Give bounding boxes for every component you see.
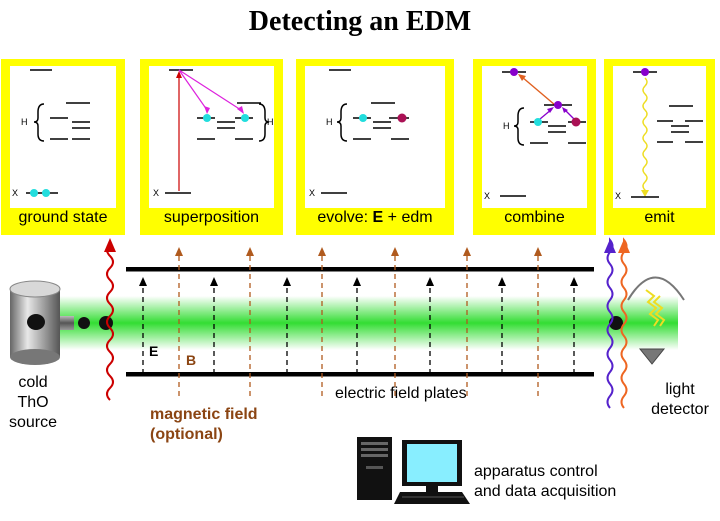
molecule-dot [78,317,90,329]
collection-lens-arc [627,276,685,301]
panel-caption: combine [504,209,565,226]
level-label-h: H [267,117,274,127]
magnetic-field-symbol: B [186,352,196,368]
panel-caption: ground state [18,209,108,226]
combine-dot-cyan [534,118,542,126]
page-title: Detecting an EDM [248,6,472,37]
panel-combine: H X combine [473,59,596,235]
excitation-laser-beam [106,241,114,401]
tho-source-cylinder [9,280,74,365]
level-label-x: X [615,191,621,201]
electric-field-arrows [142,284,575,374]
detector-label: light detector [651,381,709,418]
panel-superposition: H X superposition [140,59,283,235]
computer-label: apparatus control and data acquisition [474,463,617,500]
evolve-dot-magenta [397,113,407,123]
readout-laser-beam-orange [620,237,628,409]
magnetic-field-arrows [178,254,539,396]
panel-caption: evolve: E + edm [317,209,433,226]
superposition-dot [241,114,249,122]
panel-evolve: H X evolve: E + edm [296,59,454,235]
evolve-dot-cyan [359,114,367,122]
level-label-h: H [21,117,28,127]
level-label-x: X [484,191,490,201]
electric-field-symbol: E [149,343,158,359]
ground-state-dot [42,189,50,197]
ground-state-dot [30,189,38,197]
electric-field-plate-top [126,267,594,272]
readout-laser-beam-purple [606,237,614,409]
energy-level-diagram: X [613,66,706,208]
combine-dot-magenta [571,117,581,127]
computer-icon [357,437,470,504]
panel-emit: X emit [604,59,715,235]
electric-field-plate-bottom [126,372,594,377]
combine-dot-mid [554,101,562,109]
fluorescence-photon [645,289,660,327]
plates-label: electric field plates [335,385,467,402]
level-label-h: H [326,117,333,127]
fluorescence-photon [652,295,666,327]
energy-level-diagram: H X [149,66,274,208]
level-label-h: H [503,121,510,131]
superposition-dot [203,114,211,122]
light-detector-icon [638,348,666,365]
level-label-x: X [309,188,315,198]
panel-caption: superposition [163,209,260,226]
energy-level-diagram: H X [305,66,445,208]
combine-dot-top [510,68,518,76]
panel-ground-state: H X ground state [1,59,125,235]
panel-caption: emit [644,209,675,226]
molecular-beam [60,296,678,350]
level-label-x: X [12,188,18,198]
emit-dot-top [641,68,649,76]
energy-level-diagram: H X [10,66,116,208]
level-label-x: X [153,188,159,198]
magnetic-field-label: magnetic field (optional) [150,406,258,443]
source-label: cold ThO source [8,374,58,431]
energy-level-diagram: H X [482,66,587,208]
